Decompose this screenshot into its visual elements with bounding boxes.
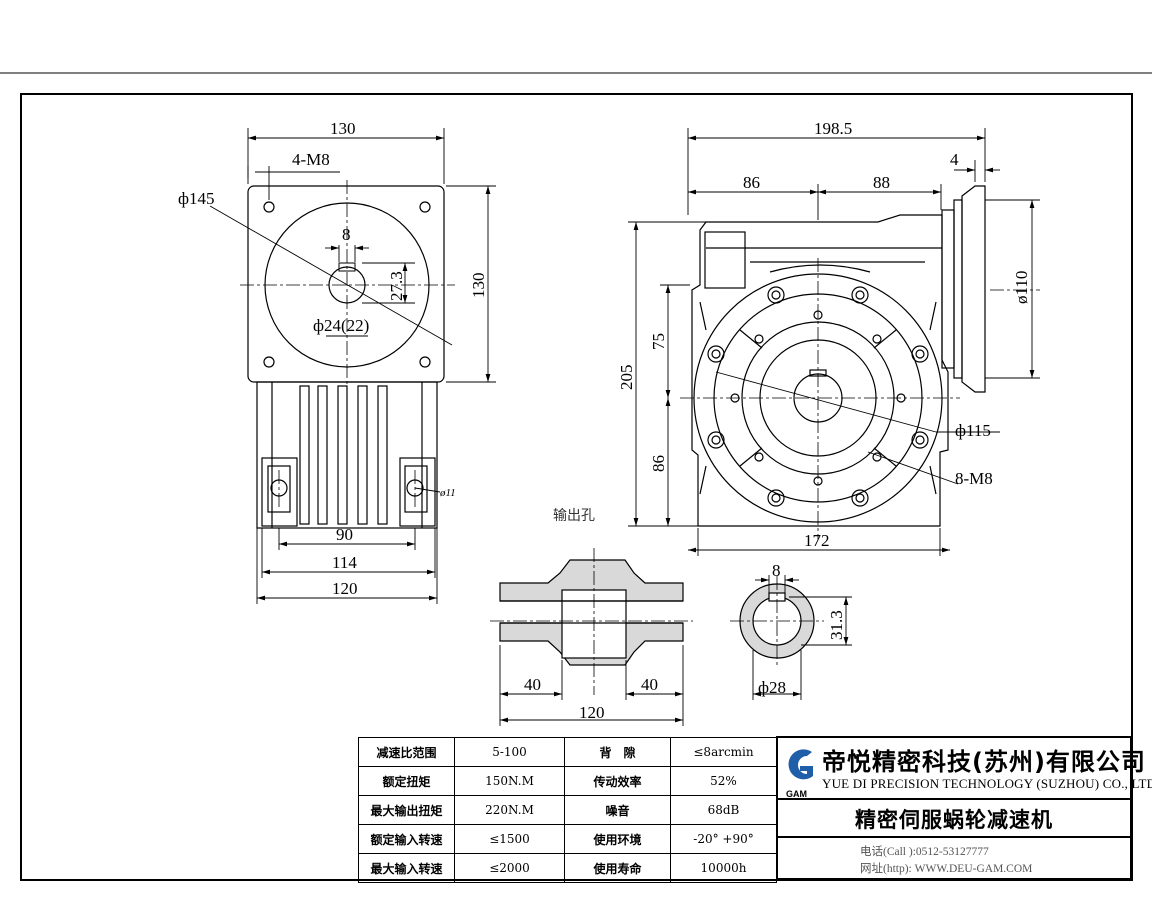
- svg-text:120: 120: [332, 579, 358, 598]
- divider: [778, 836, 1130, 838]
- svg-text:130: 130: [330, 119, 356, 138]
- keyway-labels: 8 31.3 ф28: [758, 561, 846, 697]
- product-name: 精密伺服蜗轮减速机: [855, 808, 1053, 832]
- section-centerlines: [490, 548, 693, 695]
- spec-value: 150N.M: [454, 766, 565, 796]
- right-dimensions: [628, 128, 1040, 556]
- svg-text:ø11: ø11: [439, 487, 456, 499]
- left-dimensions: [209, 128, 496, 604]
- spec-key: 使用寿命: [564, 853, 671, 883]
- output-hole-section: [499, 559, 684, 666]
- svg-text:75: 75: [649, 333, 668, 350]
- contact-info: 电话(Call ):0512-53127777 网址(http): WWW.DE…: [860, 844, 1032, 878]
- svg-text:ø110: ø110: [1012, 271, 1031, 304]
- left-centerlines: [240, 180, 455, 508]
- company-logo: GAM: [786, 749, 813, 799]
- divider: [778, 798, 1130, 800]
- right-centerlines: [680, 258, 1040, 540]
- svg-text:130: 130: [469, 273, 488, 299]
- company-name-en: YUE DI PRECISION TECHNOLOGY (SUZHOU) CO.…: [822, 776, 1152, 791]
- svg-text:ф145: ф145: [178, 189, 215, 208]
- table-row: 最大输入转速 ≤2000 使用寿命 10000h: [358, 853, 777, 883]
- spec-key: 额定扭矩: [358, 766, 455, 796]
- table-row: 额定输入转速 ≤1500 使用环境 -20° +90°: [358, 824, 777, 854]
- svg-text:ф24(22): ф24(22): [313, 316, 369, 335]
- svg-text:GAM: GAM: [786, 789, 807, 799]
- spec-value: 220N.M: [454, 795, 565, 825]
- svg-text:ф115: ф115: [955, 421, 991, 440]
- spec-value: 10000h: [670, 853, 777, 883]
- svg-text:114: 114: [332, 553, 357, 572]
- svg-text:8: 8: [772, 561, 781, 580]
- spec-value: 5-100: [454, 737, 565, 767]
- spec-value: 68dB: [670, 795, 777, 825]
- section-labels: 输出孔 40 40 120: [524, 508, 658, 722]
- left-labels: 130 4-M8 ф145 8 27.3 130 ф24(22) ø11 90 …: [178, 119, 488, 598]
- keyway-dimensions: [752, 575, 852, 700]
- svg-text:86: 86: [743, 173, 760, 192]
- svg-text:86: 86: [649, 455, 668, 472]
- spec-key: 背 隙: [564, 737, 671, 767]
- spec-value: ≤8arcmin: [670, 737, 777, 767]
- svg-text:8-M8: 8-M8: [955, 469, 993, 488]
- svg-text:40: 40: [524, 675, 541, 694]
- svg-text:31.3: 31.3: [827, 610, 846, 640]
- svg-text:27.3: 27.3: [387, 271, 406, 301]
- spec-key: 噪音: [564, 795, 671, 825]
- svg-text:输出孔: 输出孔: [553, 508, 595, 524]
- svg-text:90: 90: [336, 525, 353, 544]
- svg-text:172: 172: [804, 531, 830, 550]
- spec-key: 使用环境: [564, 824, 671, 854]
- svg-text:40: 40: [641, 675, 658, 694]
- spec-key: 额定输入转速: [358, 824, 455, 854]
- right-view: [691, 185, 986, 527]
- spec-key: 传动效率: [564, 766, 671, 796]
- spec-value: ≤1500: [454, 824, 565, 854]
- svg-text:4-M8: 4-M8: [292, 150, 330, 169]
- phone-text: 电话(Call ):0512-53127777: [860, 846, 989, 858]
- spec-key: 最大输出扭矩: [358, 795, 455, 825]
- svg-text:4: 4: [950, 150, 959, 169]
- website-text: 网址(http): WWW.DEU-GAM.COM: [860, 863, 1033, 875]
- spec-value: ≤2000: [454, 853, 565, 883]
- spec-value: -20° +90°: [670, 824, 777, 854]
- table-row: 减速比范围 5-100 背 隙 ≤8arcmin: [358, 737, 777, 767]
- svg-text:ф28: ф28: [758, 678, 786, 697]
- title-block: GAM 帝悦精密科技(苏州)有限公司 YUE DI PRECISION TECH…: [776, 736, 1152, 880]
- spec-table: 减速比范围 5-100 背 隙 ≤8arcmin 额定扭矩 150N.M 传动效…: [358, 737, 777, 883]
- keyway-centerlines: [730, 576, 824, 666]
- spec-key: 减速比范围: [358, 737, 455, 767]
- svg-text:88: 88: [873, 173, 890, 192]
- right-labels: 198.5 4 86 88 ø110 205 75 86 ф115 8-M8 1…: [617, 119, 1031, 550]
- svg-text:198.5: 198.5: [814, 119, 852, 138]
- section-dimensions: [499, 645, 684, 726]
- svg-text:120: 120: [579, 703, 605, 722]
- table-row: 最大输出扭矩 220N.M 噪音 68dB: [358, 795, 777, 825]
- spec-key: 最大输入转速: [358, 853, 455, 883]
- spec-value: 52%: [670, 766, 777, 796]
- svg-text:8: 8: [342, 225, 351, 244]
- svg-text:205: 205: [617, 365, 636, 391]
- company-name-cn: 帝悦精密科技(苏州)有限公司: [822, 748, 1146, 776]
- table-row: 额定扭矩 150N.M 传动效率 52%: [358, 766, 777, 796]
